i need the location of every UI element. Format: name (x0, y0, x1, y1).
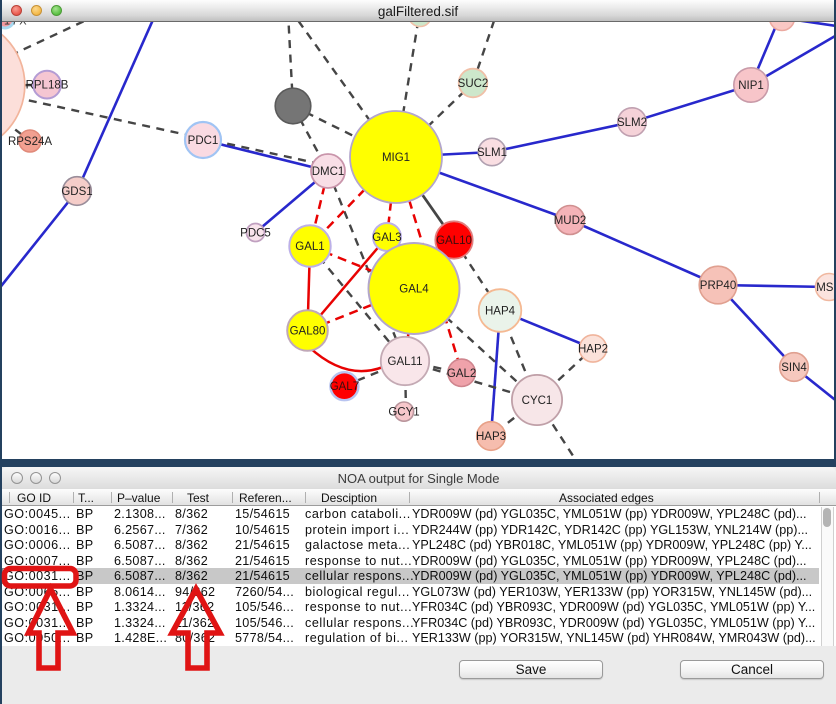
svg-text:GAL7: GAL7 (330, 381, 359, 393)
svg-text:DMC1: DMC1 (312, 166, 345, 178)
svg-text:NIP1: NIP1 (738, 80, 764, 92)
svg-text:PDC5: PDC5 (240, 228, 271, 240)
svg-text:GAL2: GAL2 (447, 368, 476, 380)
svg-text:MSN: MSN (816, 282, 836, 294)
svg-text:GAL1: GAL1 (295, 241, 324, 253)
svg-text:GAL4: GAL4 (399, 284, 429, 296)
svg-text:GAL10: GAL10 (436, 235, 472, 247)
svg-text:SIN4: SIN4 (781, 362, 807, 374)
svg-text:RPS24A: RPS24A (8, 136, 52, 148)
svg-text:GDS1: GDS1 (61, 186, 92, 198)
svg-text:HAP2: HAP2 (578, 344, 608, 356)
svg-text:PRP40: PRP40 (700, 280, 736, 292)
svg-text:SLM2: SLM2 (617, 117, 647, 129)
svg-text:17X: 17X (4, 22, 28, 28)
svg-text:GAL80: GAL80 (290, 326, 326, 338)
svg-text:SUC2: SUC2 (458, 78, 489, 90)
svg-text:SLM1: SLM1 (477, 147, 507, 159)
svg-text:GAL3: GAL3 (372, 232, 401, 244)
svg-text:HAP3: HAP3 (476, 431, 506, 443)
svg-text:MUD2: MUD2 (554, 215, 587, 227)
svg-text:HAP4: HAP4 (485, 306, 516, 318)
svg-text:GAL11: GAL11 (388, 356, 423, 368)
svg-text:MIG1: MIG1 (382, 152, 410, 164)
svg-text:PDC1: PDC1 (188, 135, 219, 147)
svg-text:RPL18B: RPL18B (26, 80, 69, 92)
svg-text:GCY1: GCY1 (388, 407, 419, 419)
svg-text:CYC1: CYC1 (522, 395, 553, 407)
